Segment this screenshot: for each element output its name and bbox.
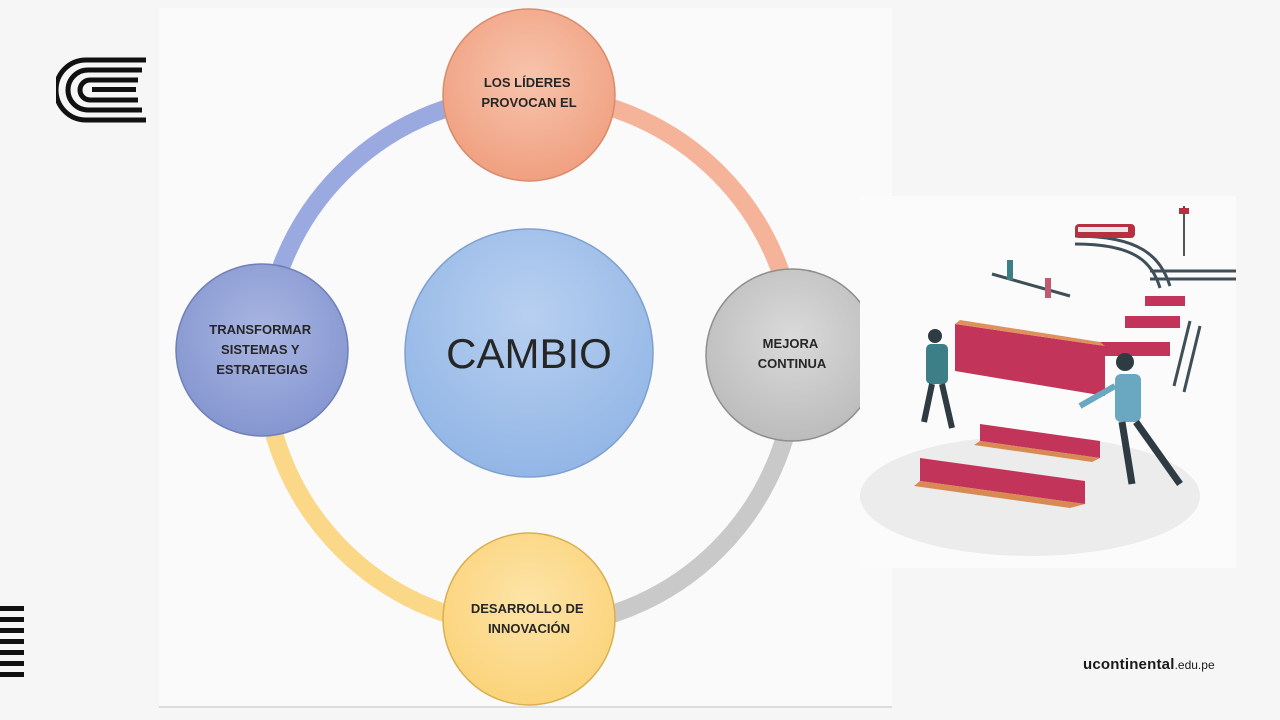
node-bottom-line-2: INNOVACIÓN <box>488 621 570 636</box>
node-right-line-1: MEJORA <box>763 336 819 351</box>
brand-wordmark: ucontinental.edu.pe <box>1083 656 1215 674</box>
stripes-decoration <box>0 606 24 677</box>
node-top-line-1: LOS LÍDERES <box>484 75 571 90</box>
node-right-line-2: CONTINUA <box>758 356 827 371</box>
brand-domain: .edu.pe <box>1174 658 1215 672</box>
node-top-line-2: PROVOCAN EL <box>481 95 576 110</box>
node-left <box>175 263 349 437</box>
node-bottom-label: DESARROLLO DE INNOVACIÓN <box>471 601 587 636</box>
cycle-diagram-svg: CAMBIO LOS LÍDERES PROVOCAN EL MEJORA CO… <box>175 8 879 706</box>
node-top-label: LOS LÍDERES PROVOCAN EL <box>481 75 576 110</box>
node-bottom-line-1: DESARROLLO DE <box>471 601 584 616</box>
university-logo <box>56 57 146 123</box>
node-right <box>705 268 879 442</box>
node-top <box>442 8 616 182</box>
teamwork-illustration <box>860 196 1236 568</box>
node-bottom <box>442 532 616 706</box>
node-right-label: MEJORA CONTINUA <box>758 336 827 371</box>
node-left-label: TRANSFORMAR SISTEMAS Y ESTRATEGIAS <box>209 322 314 377</box>
center-label: CAMBIO <box>446 330 612 377</box>
center-node <box>404 228 654 478</box>
brand-name: ucontinental <box>1083 656 1175 673</box>
node-left-line-3: ESTRATEGIAS <box>216 362 308 377</box>
change-cycle-diagram: CAMBIO LOS LÍDERES PROVOCAN EL MEJORA CO… <box>159 8 892 708</box>
node-left-line-1: TRANSFORMAR <box>209 322 311 337</box>
node-left-line-2: SISTEMAS Y <box>221 342 300 357</box>
